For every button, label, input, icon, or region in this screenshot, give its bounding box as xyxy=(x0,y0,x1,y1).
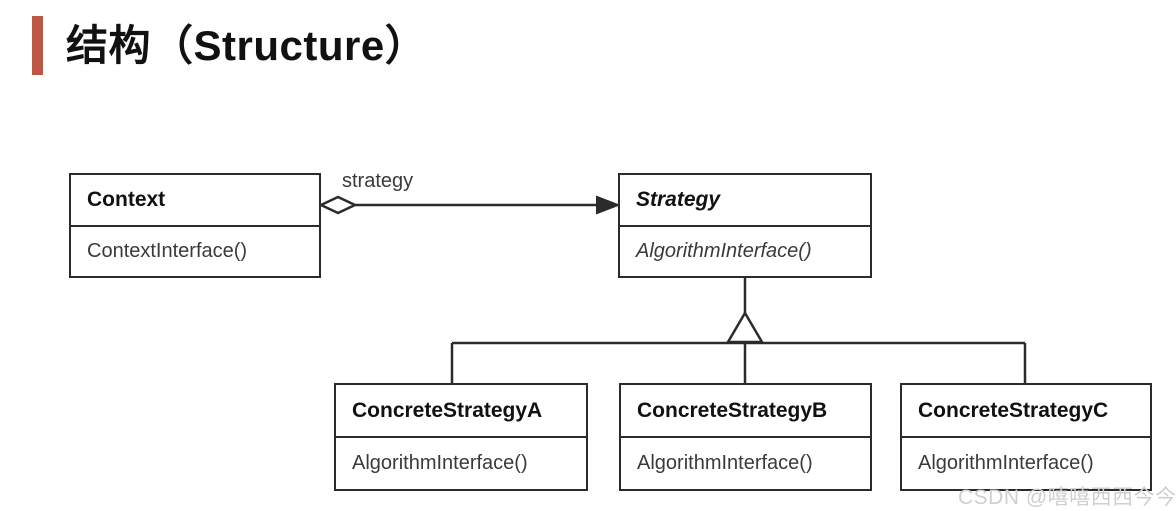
uml-class-operation: AlgorithmInterface() xyxy=(918,452,1094,474)
hollow-triangle-marker xyxy=(725,310,765,344)
uml-class-concrete-strategy-a[interactable]: ConcreteStrategyA AlgorithmInterface() xyxy=(334,383,588,491)
title-text: 结构（Structure） xyxy=(66,21,428,69)
hollow-diamond-marker xyxy=(318,195,358,215)
association-label-strategy: strategy xyxy=(342,170,414,192)
uml-class-name: ConcreteStrategyB xyxy=(621,385,870,438)
page-title: 结构（Structure） xyxy=(32,16,427,75)
uml-class-operation: AlgorithmInterface() xyxy=(636,240,812,262)
uml-class-operation: AlgorithmInterface() xyxy=(637,452,813,474)
uml-class-name: Context xyxy=(71,175,319,227)
uml-class-operation: AlgorithmInterface() xyxy=(352,452,528,474)
uml-class-strategy[interactable]: Strategy AlgorithmInterface() xyxy=(618,173,872,278)
relationship-aggregation-context-strategy xyxy=(318,195,621,215)
relationship-generalization-tree xyxy=(450,278,1027,383)
uml-class-concrete-strategy-b[interactable]: ConcreteStrategyB AlgorithmInterface() xyxy=(619,383,872,491)
filled-arrow-marker xyxy=(596,195,621,215)
uml-class-context[interactable]: Context ContextInterface() xyxy=(69,173,321,278)
uml-class-concrete-strategy-c[interactable]: ConcreteStrategyC AlgorithmInterface() xyxy=(900,383,1152,491)
title-accent-bar xyxy=(32,16,43,75)
uml-class-name: ConcreteStrategyC xyxy=(902,385,1150,438)
uml-class-operation: ContextInterface() xyxy=(87,240,248,262)
uml-class-name: ConcreteStrategyA xyxy=(336,385,586,438)
csdn-watermark: CSDN @嘻嘻西西今今 xyxy=(958,486,1176,509)
uml-class-name: Strategy xyxy=(620,175,870,227)
